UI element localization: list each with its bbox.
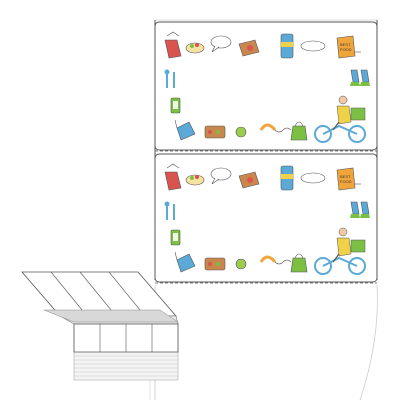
label-1 [153, 20, 379, 152]
fanfold-stack-illustration [21, 271, 179, 381]
label-2 [153, 152, 379, 284]
